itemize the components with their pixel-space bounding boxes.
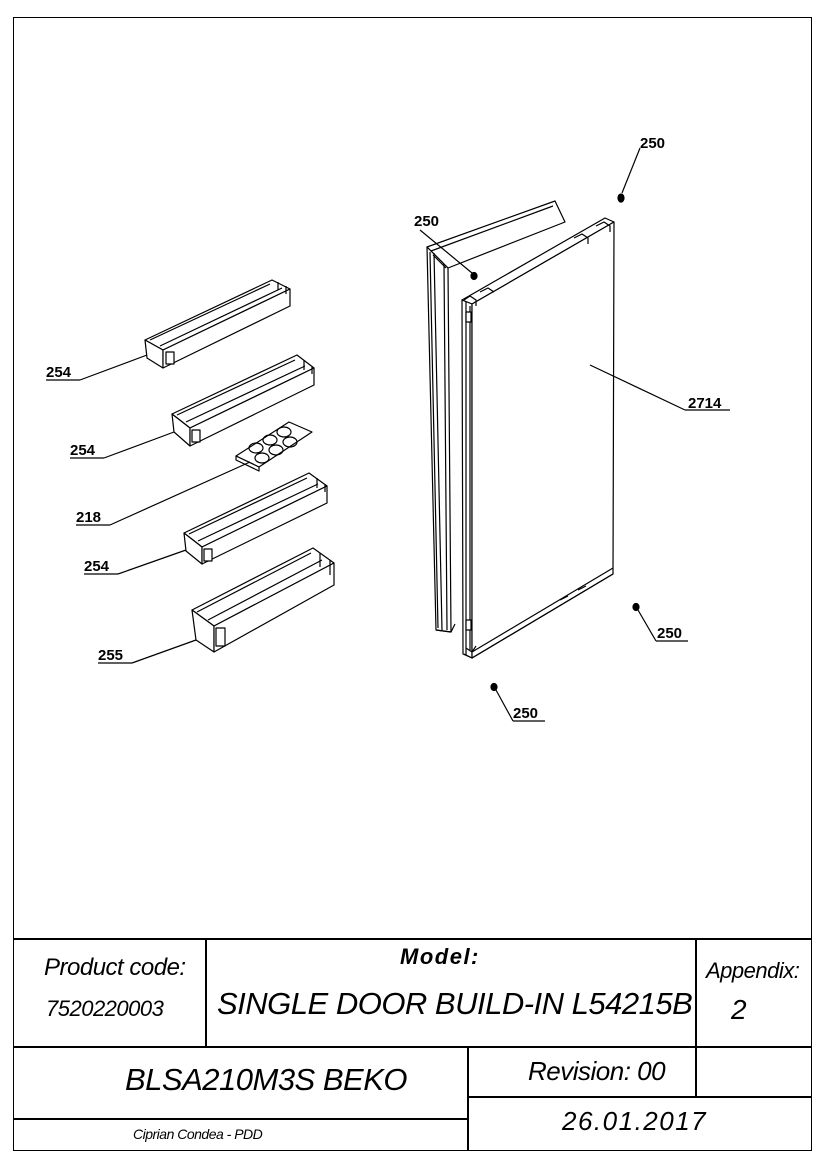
door-shelf-254-top bbox=[144, 279, 291, 369]
callout-255: 255 bbox=[98, 647, 123, 664]
door-panel bbox=[461, 217, 615, 659]
callout-250-bottom: 250 bbox=[513, 705, 538, 722]
screw-250-gasket bbox=[419, 229, 478, 281]
screw-250-bottom bbox=[490, 682, 545, 722]
door-shelf-254-middle bbox=[171, 354, 315, 447]
screw-250-top-right bbox=[617, 147, 641, 203]
product-code-value: 7520220003 bbox=[46, 996, 164, 1021]
model-value: SINGLE DOOR BUILD-IN L54215B bbox=[217, 986, 693, 1021]
callout-250-right-bottom: 250 bbox=[657, 625, 682, 642]
bottle-shelf-255 bbox=[191, 547, 335, 653]
appendix-label: Appendix: bbox=[706, 958, 800, 983]
model-label: Model: bbox=[400, 944, 480, 969]
callout-218: 218 bbox=[76, 509, 101, 526]
product-name: BLSA210M3S BEKO bbox=[125, 1062, 408, 1097]
door-gasket bbox=[426, 200, 566, 633]
egg-tray-218 bbox=[235, 421, 313, 472]
callout-254-c: 254 bbox=[84, 558, 110, 575]
product-code-label: Product code: bbox=[44, 954, 186, 981]
callout-2714: 2714 bbox=[688, 395, 722, 412]
callout-254-a: 254 bbox=[46, 364, 72, 381]
date: 26.01.2017 bbox=[562, 1106, 708, 1136]
callout-254-b: 254 bbox=[70, 442, 96, 459]
revision: Revision: 00 bbox=[528, 1056, 666, 1086]
callout-250-top-right: 250 bbox=[640, 135, 665, 152]
callout-250-gasket: 250 bbox=[414, 213, 439, 230]
drawing-sheet-border bbox=[13, 17, 812, 1151]
author: Ciprian Condea - PDD bbox=[133, 1126, 263, 1142]
door-shelf-254-lower bbox=[183, 472, 328, 565]
screw-250-right-bottom bbox=[632, 602, 688, 642]
appendix-value: 2 bbox=[731, 994, 747, 1025]
leader-2714 bbox=[589, 364, 686, 411]
